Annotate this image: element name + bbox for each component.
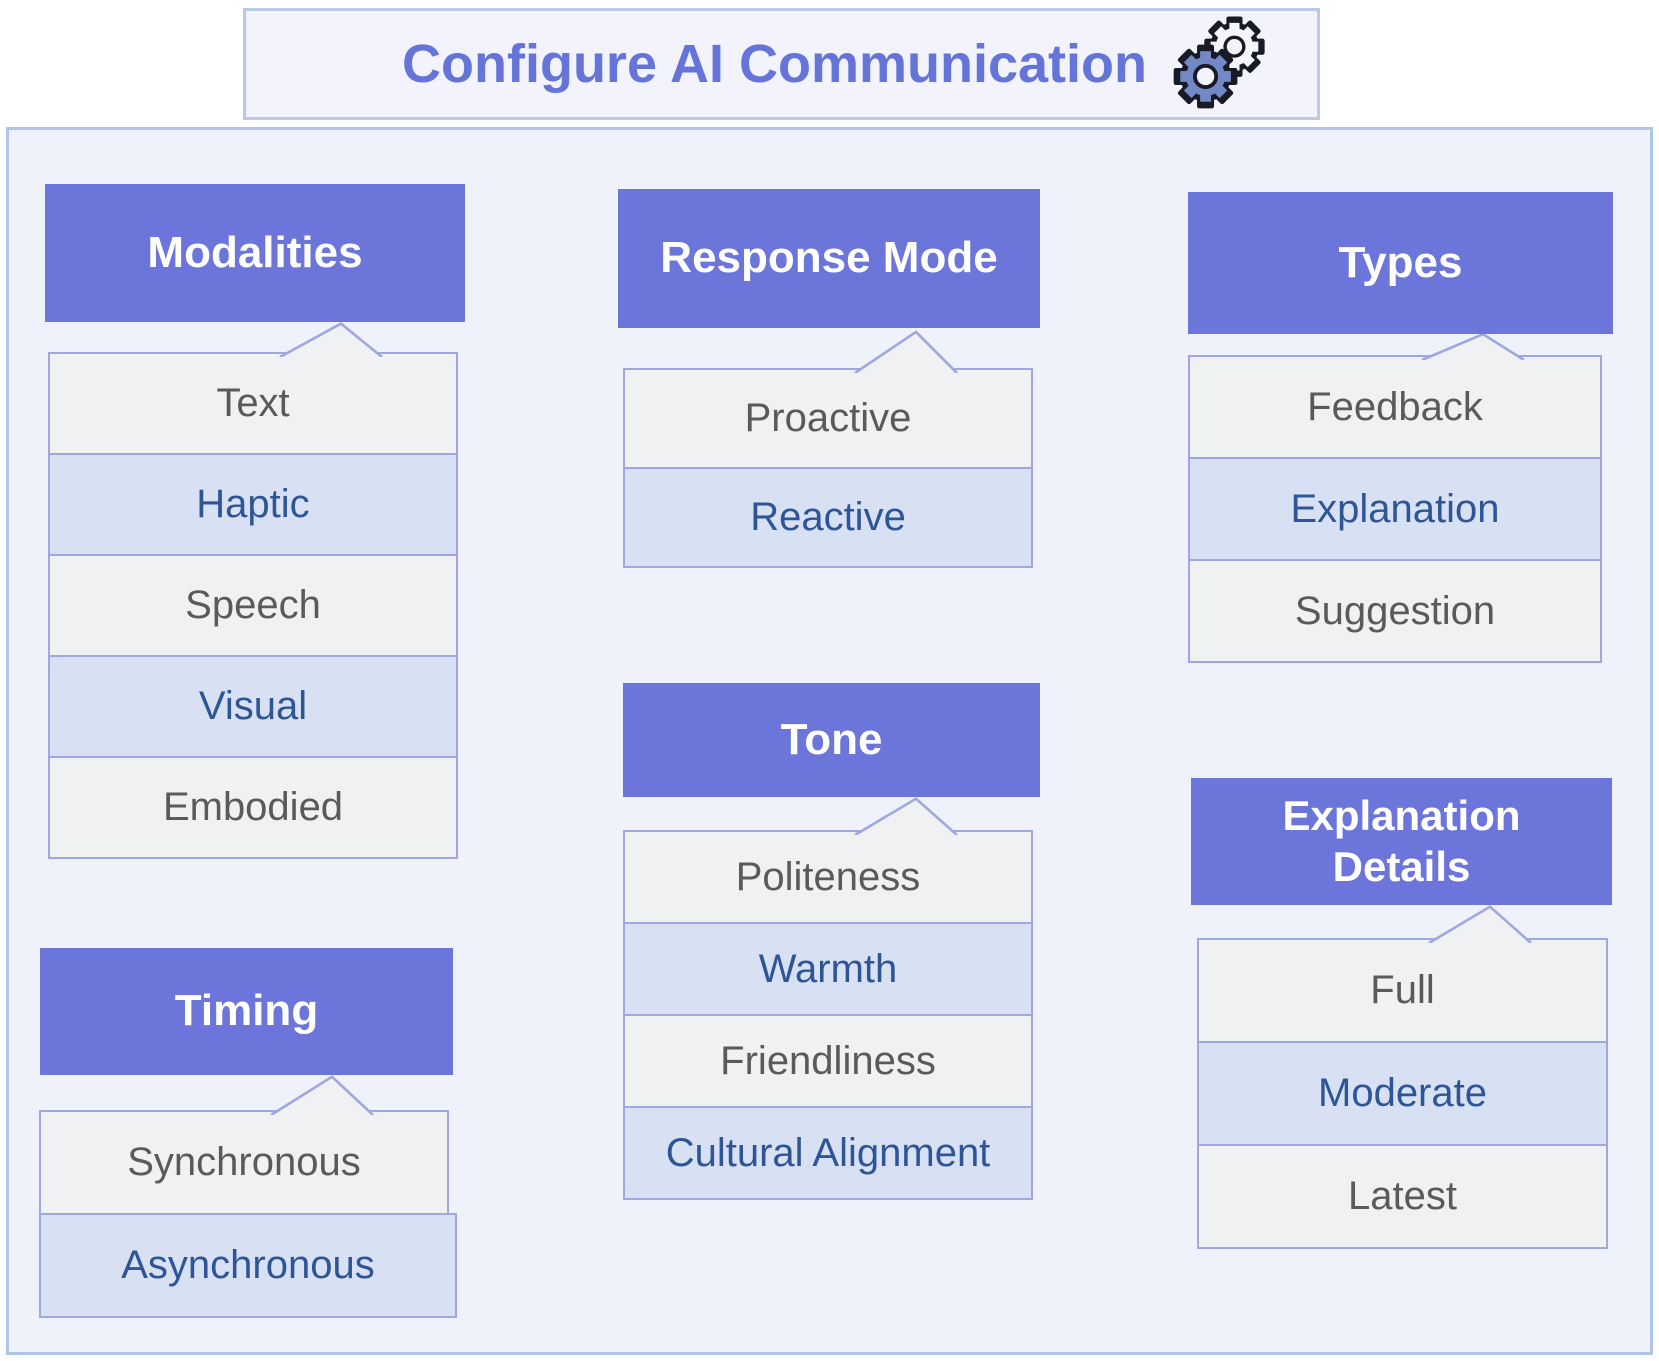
list-pointer-notch bbox=[853, 797, 960, 835]
option-item-suggestion[interactable]: Suggestion bbox=[1188, 559, 1602, 663]
list-pointer-notch bbox=[853, 330, 960, 373]
group-header-types: Types bbox=[1188, 192, 1613, 334]
list-pointer-notch bbox=[269, 1075, 376, 1115]
gears-icon bbox=[1173, 16, 1265, 109]
page-title: Configure AI Communication bbox=[402, 34, 1147, 94]
option-item-explanation[interactable]: Explanation bbox=[1188, 457, 1602, 561]
option-item-visual[interactable]: Visual bbox=[48, 655, 458, 758]
option-item-feedback[interactable]: Feedback bbox=[1188, 355, 1602, 459]
group-header-modalities: Modalities bbox=[45, 184, 465, 322]
option-item-reactive[interactable]: Reactive bbox=[623, 467, 1033, 568]
option-item-friendliness[interactable]: Friendliness bbox=[623, 1014, 1033, 1108]
title-bar: Configure AI Communication bbox=[243, 8, 1320, 120]
group-header-tone: Tone bbox=[623, 683, 1040, 797]
group-header-explanation-details: Explanation Details bbox=[1191, 778, 1612, 905]
option-item-cultural-alignment[interactable]: Cultural Alignment bbox=[623, 1106, 1033, 1200]
option-item-politeness[interactable]: Politeness bbox=[623, 830, 1033, 924]
option-item-warmth[interactable]: Warmth bbox=[623, 922, 1033, 1016]
option-item-synchronous[interactable]: Synchronous bbox=[39, 1110, 449, 1215]
option-item-full[interactable]: Full bbox=[1197, 938, 1608, 1043]
option-item-asynchronous[interactable]: Asynchronous bbox=[39, 1213, 457, 1318]
option-item-speech[interactable]: Speech bbox=[48, 554, 458, 657]
list-pointer-notch bbox=[278, 322, 385, 357]
option-item-embodied[interactable]: Embodied bbox=[48, 756, 458, 859]
option-item-proactive[interactable]: Proactive bbox=[623, 368, 1033, 469]
group-header-timing: Timing bbox=[40, 948, 453, 1075]
option-item-latest[interactable]: Latest bbox=[1197, 1144, 1608, 1249]
gear-front bbox=[1173, 44, 1238, 109]
option-item-haptic[interactable]: Haptic bbox=[48, 453, 458, 556]
list-pointer-notch bbox=[1427, 905, 1534, 943]
option-item-moderate[interactable]: Moderate bbox=[1197, 1041, 1608, 1146]
option-item-text[interactable]: Text bbox=[48, 352, 458, 455]
list-pointer-notch bbox=[1420, 333, 1527, 360]
group-header-response-mode: Response Mode bbox=[618, 189, 1040, 328]
